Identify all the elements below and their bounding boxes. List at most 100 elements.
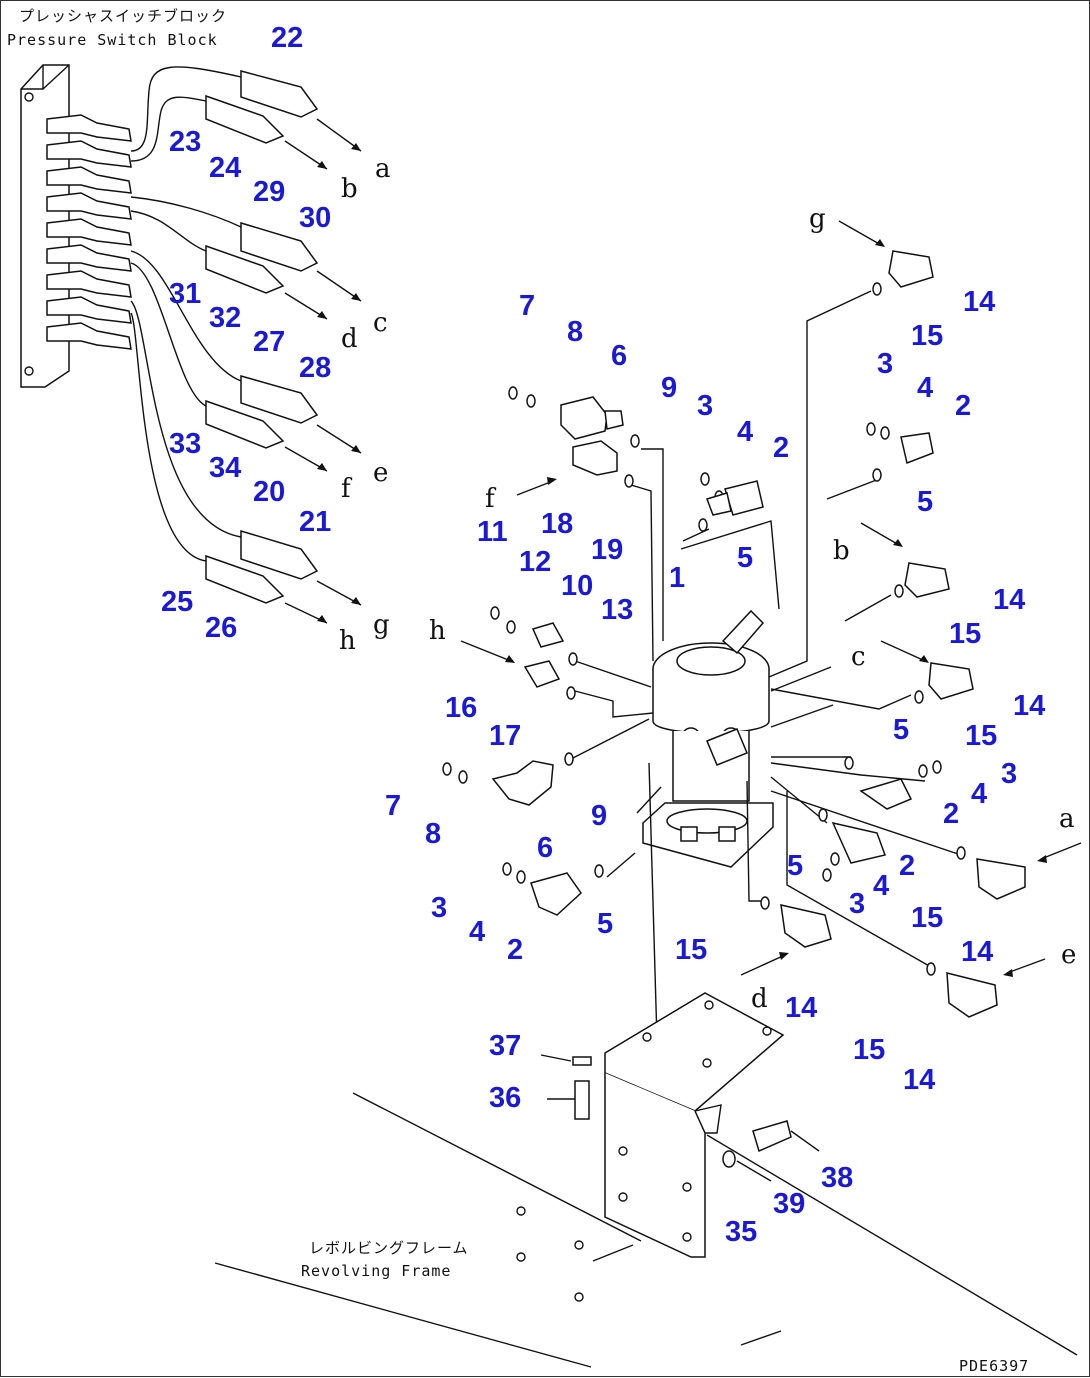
- callout-29: 29: [253, 176, 285, 208]
- o-ring: [818, 808, 828, 822]
- callout-15: 15: [911, 320, 943, 352]
- connector-e: e: [1061, 940, 1076, 970]
- callout-15: 15: [911, 902, 943, 934]
- callout-18: 18: [541, 508, 573, 540]
- o-ring: [594, 864, 604, 878]
- block-fitting: [46, 192, 132, 220]
- o-ring: [506, 620, 516, 634]
- block-fitting: [46, 270, 132, 298]
- connector-g: g: [809, 204, 826, 234]
- callout-3: 3: [877, 348, 893, 380]
- block-fitting: [46, 296, 132, 324]
- o-ring: [698, 518, 708, 532]
- o-ring: [918, 764, 928, 778]
- block-fitting: [46, 244, 132, 272]
- callout-3: 3: [1001, 758, 1017, 790]
- callout-4: 4: [469, 916, 485, 948]
- connector-a: a: [1059, 804, 1075, 834]
- frame-caption-jp: レボルビングフレーム: [309, 1239, 469, 1257]
- connector-b: b: [833, 536, 850, 566]
- connector-c: c: [851, 642, 866, 672]
- hose-ends: [205, 70, 319, 604]
- callout-34: 34: [209, 452, 241, 484]
- frame-caption-en: Revolving Frame: [301, 1262, 451, 1280]
- callout-20: 20: [253, 476, 285, 508]
- o-ring: [508, 386, 518, 400]
- callout-9: 9: [591, 800, 607, 832]
- callout-24: 24: [209, 152, 241, 184]
- o-ring: [926, 962, 936, 976]
- o-ring: [844, 756, 854, 770]
- callout-4: 4: [873, 870, 889, 902]
- callout-2: 2: [773, 432, 789, 464]
- connector-a: a: [375, 154, 391, 184]
- callout-3: 3: [431, 892, 447, 924]
- callout-38: 38: [821, 1162, 853, 1194]
- connector-h: h: [429, 616, 446, 646]
- o-ring: [490, 606, 500, 620]
- o-ring: [760, 896, 770, 910]
- callout-39: 39: [773, 1188, 805, 1220]
- callout-15: 15: [675, 934, 707, 966]
- callout-10: 10: [561, 570, 593, 602]
- block-caption-jp: プレッシャスイッチブロック: [19, 7, 227, 25]
- block-caption-en: Pressure Switch Block: [7, 31, 218, 49]
- callout-5: 5: [893, 714, 909, 746]
- o-ring: [822, 868, 832, 882]
- callout-6: 6: [537, 832, 553, 864]
- connector-b: b: [341, 174, 358, 204]
- o-ring: [866, 422, 876, 436]
- mounting-bracket: [516, 992, 820, 1302]
- o-ring: [526, 394, 536, 408]
- right-arrows: [460, 220, 1082, 977]
- callout-33: 33: [169, 428, 201, 460]
- connector-h: h: [339, 626, 356, 656]
- o-ring: [894, 584, 904, 598]
- o-ring: [564, 752, 574, 766]
- hoses: [130, 66, 242, 562]
- callout-2: 2: [955, 390, 971, 422]
- o-ring: [442, 762, 452, 776]
- o-ring: [630, 434, 640, 448]
- revolving-frame: [214, 1092, 1078, 1368]
- left-arrows: [284, 118, 362, 624]
- swivel-joint: [642, 609, 774, 868]
- callout-22: 22: [271, 22, 303, 54]
- o-ring: [830, 852, 840, 866]
- block-fitting: [46, 114, 132, 142]
- callout-17: 17: [489, 720, 521, 752]
- callout-4: 4: [971, 778, 987, 810]
- callout-11: 11: [477, 516, 508, 548]
- callout-19: 19: [591, 534, 623, 566]
- callout-8: 8: [567, 316, 583, 348]
- callout-25: 25: [161, 586, 193, 618]
- o-ring: [872, 468, 882, 482]
- callout-21: 21: [299, 506, 331, 538]
- o-ring: [566, 686, 576, 700]
- callout-14: 14: [963, 286, 995, 318]
- o-ring: [956, 846, 966, 860]
- callout-2: 2: [507, 934, 523, 966]
- callout-15: 15: [965, 720, 997, 752]
- callout-28: 28: [299, 352, 331, 384]
- connector-e: e: [373, 458, 388, 488]
- o-ring: [568, 652, 578, 666]
- connector-d: d: [341, 324, 358, 354]
- block-fitting: [46, 218, 132, 246]
- callout-26: 26: [205, 612, 237, 644]
- callout-2: 2: [943, 798, 959, 830]
- callout-12: 12: [519, 546, 551, 578]
- callout-2: 2: [899, 850, 915, 882]
- callout-5: 5: [737, 542, 753, 574]
- callout-13: 13: [601, 594, 633, 626]
- pressure-switches: [491, 250, 1026, 1018]
- callout-15: 15: [853, 1034, 885, 1066]
- connector-f: f: [485, 484, 497, 514]
- callout-4: 4: [917, 372, 933, 404]
- callout-1: 1: [669, 562, 685, 594]
- callout-5: 5: [597, 908, 613, 940]
- drawing-id: PDE6397: [959, 1357, 1029, 1375]
